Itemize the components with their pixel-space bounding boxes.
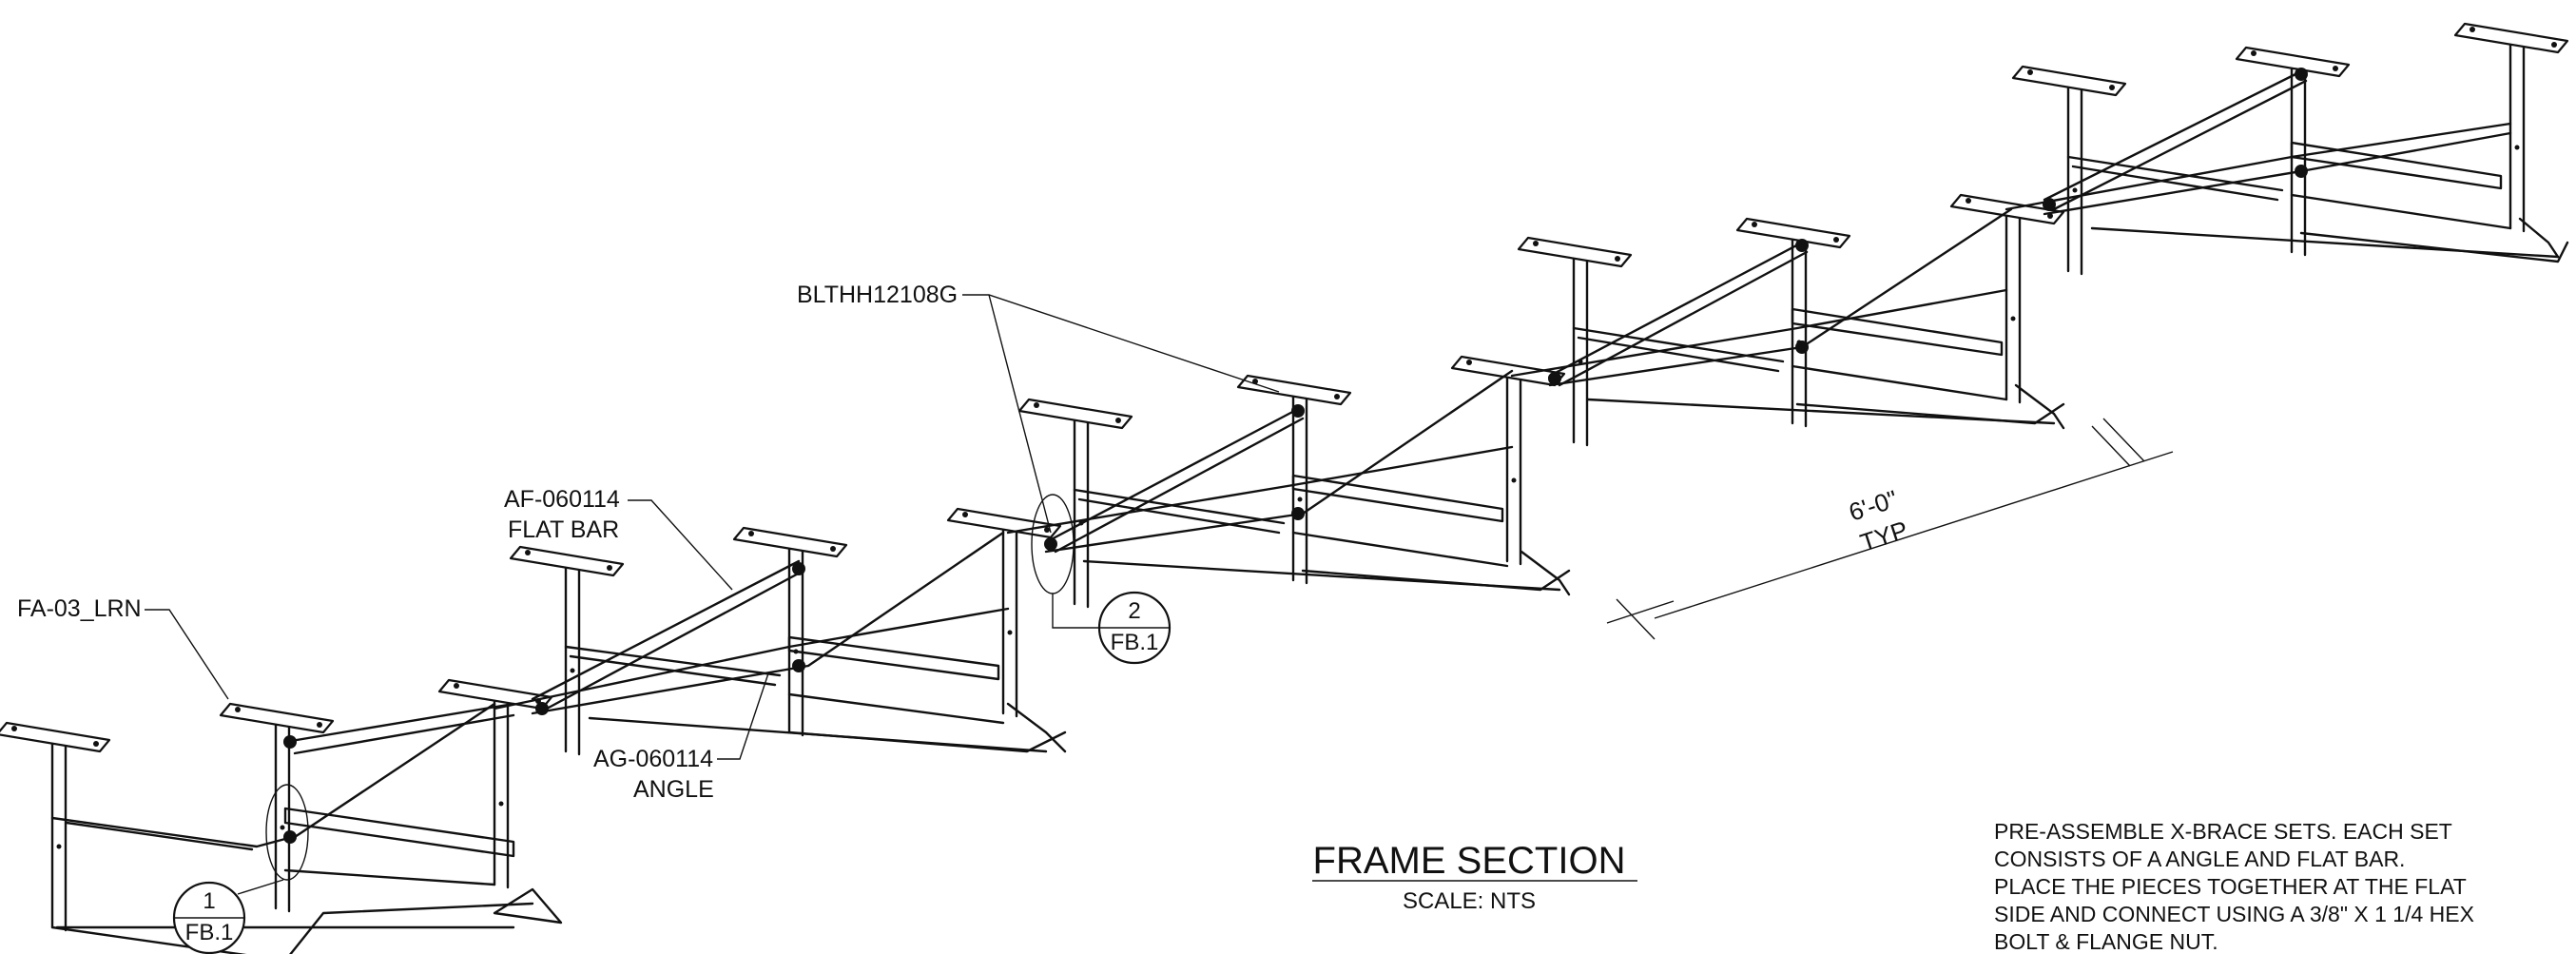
detail-bubble-2-number: 2 — [1128, 598, 1140, 624]
callout-angle-part: AG-060114 — [593, 746, 713, 772]
spacing-dimension: 6'-0" TYP — [1606, 418, 2174, 640]
callout-bolt: BLTHH12108G — [797, 282, 1280, 534]
callout-frame-part: FA-03_LRN — [17, 595, 142, 622]
callout-frame: FA-03_LRN — [17, 595, 229, 700]
drawing-title-block: FRAME SECTION SCALE: NTS — [1312, 840, 1637, 914]
callout-flat-bar-desc: FLAT BAR — [508, 516, 619, 543]
detail-bubble-2-sheet: FB.1 — [1111, 630, 1159, 655]
frame-bay-1 — [0, 678, 563, 954]
callout-angle-desc: ANGLE — [633, 776, 714, 803]
assembly-note: PRE-ASSEMBLE X-BRACE SETS. EACH SET CONS… — [1994, 819, 2474, 954]
note-line-2: CONSISTS OF A ANGLE AND FLAT BAR. — [1994, 847, 2405, 871]
frame-bay-3 — [1006, 355, 1571, 609]
callout-flat-bar-part: AF-060114 — [504, 486, 620, 513]
frame-structure — [0, 22, 2569, 954]
detail-bubble-2: 2 FB.1 — [1031, 494, 1172, 665]
note-line-3: PLACE THE PIECES TOGETHER AT THE FLAT — [1994, 874, 2467, 899]
callout-angle: AG-060114 ANGLE — [593, 672, 769, 803]
frame-bay-5 — [2005, 22, 2569, 276]
detail-bubble-1-number: 1 — [203, 888, 215, 914]
callout-flat-bar: AF-060114 FLAT BAR — [504, 486, 733, 591]
callout-bolt-part: BLTHH12108G — [797, 282, 958, 308]
detail-bubble-1-sheet: FB.1 — [185, 920, 234, 945]
drawing-scale: SCALE: NTS — [1403, 888, 1536, 914]
note-line-4: SIDE AND CONNECT USING A 3/8" X 1 1/4 HE… — [1994, 902, 2474, 926]
detail-bubble-1: 1 FB.1 — [172, 784, 309, 954]
note-line-1: PRE-ASSEMBLE X-BRACE SETS. EACH SET — [1994, 819, 2452, 844]
brace-bolts — [283, 68, 2308, 844]
drawing-title: FRAME SECTION — [1313, 840, 1626, 882]
note-line-5: BOLT & FLANGE NUT. — [1994, 929, 2218, 954]
frame-bay-4 — [1510, 193, 2065, 447]
frame-bay-2 — [493, 507, 1067, 756]
